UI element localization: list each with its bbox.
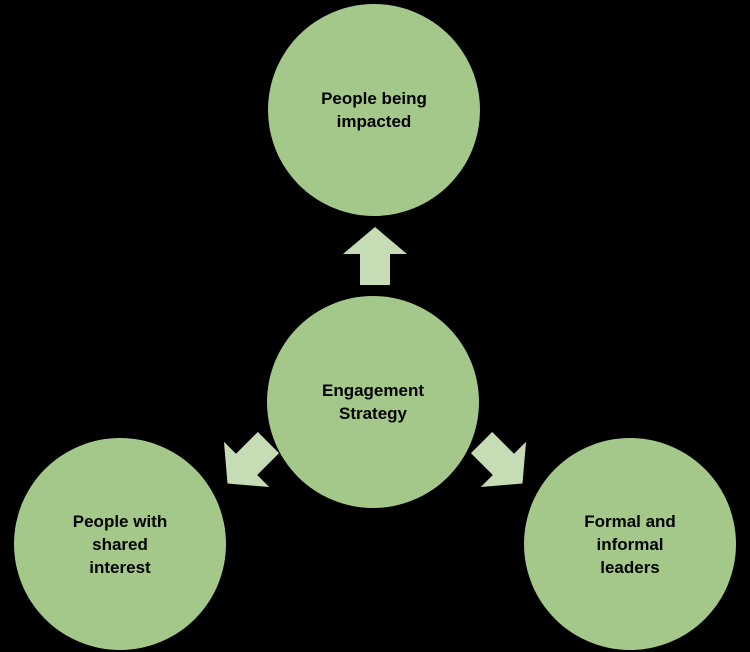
label-line: interest (89, 557, 151, 577)
down-right-arrow-shape (470, 431, 527, 488)
label-line: Formal and (584, 511, 676, 531)
node-formal-and-informal-leaders: Formal and informal leaders (524, 438, 736, 650)
down-left-arrow-icon (223, 431, 280, 488)
label-line: People with (72, 511, 168, 531)
label-line: informal (596, 534, 664, 554)
label-line: Strategy (338, 404, 408, 423)
label-line: leaders (600, 557, 660, 577)
label-line: impacted (336, 112, 412, 131)
node-people-with-shared-interest-label: People with shared interest (73, 510, 167, 579)
node-formal-and-informal-leaders-label: Formal and informal leaders (584, 510, 676, 579)
label-line: People being (321, 89, 427, 108)
down-left-arrow-shape (223, 431, 280, 488)
up-arrow-shape (343, 227, 407, 285)
up-arrow-icon (343, 227, 407, 285)
label-line: shared (92, 534, 148, 554)
node-people-being-impacted-label: People being impacted (321, 87, 427, 133)
down-right-arrow-icon (470, 431, 527, 488)
label-line: Engagement (321, 381, 425, 400)
node-engagement-strategy-label: Engagement Strategy (322, 379, 424, 425)
node-engagement-strategy: Engagement Strategy (267, 296, 479, 508)
node-people-with-shared-interest: People with shared interest (14, 438, 226, 650)
node-people-being-impacted: People being impacted (268, 4, 480, 216)
